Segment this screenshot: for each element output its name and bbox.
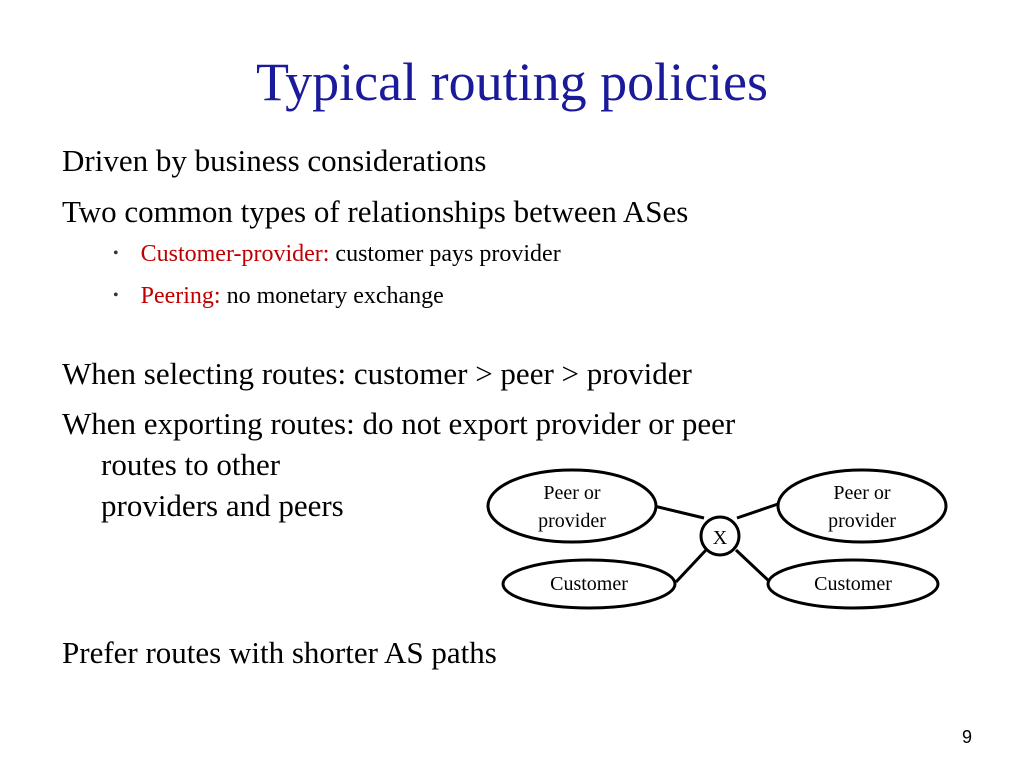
edge-left-bottom: [674, 548, 708, 584]
bullet-dot-icon: •: [113, 245, 119, 262]
node-right-bottom: [766, 558, 940, 610]
slide-title: Typical routing policies: [255, 52, 769, 112]
bullet-exporting: When exporting routes: do not export pro…: [62, 406, 736, 441]
node-left-bottom: [501, 558, 677, 610]
bullet-exporting-cont-1: routes to other: [101, 447, 281, 482]
edge-right-top: [736, 502, 779, 520]
node-right-top: [776, 468, 948, 544]
bullet-selecting: When selecting routes: customer > peer >…: [62, 356, 692, 391]
node-right-top-line2: provider: [828, 510, 896, 532]
sub-bullet-customer-provider: • Customer-provider: customer pays provid…: [113, 239, 561, 272]
bullet-two-types: Two common types of relationships betwee…: [62, 194, 689, 229]
sub-bullet-desc: customer pays provider: [335, 241, 561, 267]
bullet-exporting-cont-2: providers and peers: [101, 488, 344, 523]
bullet-prefer: Prefer routes with shorter AS paths: [62, 635, 497, 670]
bullet-driven: Driven by business considerations: [62, 143, 487, 178]
bullet-dot-icon: •: [113, 287, 119, 304]
sub-bullet-term: Customer-provider:: [140, 241, 330, 267]
sub-bullet-peering: • Peering: no monetary exchange: [113, 281, 444, 314]
sub-bullet-desc: no monetary exchange: [226, 283, 444, 309]
node-right-bottom-label: Customer: [814, 573, 892, 595]
node-left-top: [486, 468, 658, 544]
sub-bullet-term: Peering:: [140, 283, 221, 309]
routing-diagram: X Peer or provider Peer or provider Cust…: [486, 468, 948, 610]
center-label: X: [713, 527, 728, 549]
node-right-top-line1: Peer or: [833, 482, 891, 504]
node-left-top-line1: Peer or: [543, 482, 601, 504]
node-left-top-line2: provider: [538, 510, 606, 532]
page-number: 9: [961, 727, 972, 747]
center-node: [699, 515, 741, 557]
edge-left-top: [653, 504, 705, 520]
edge-right-bottom: [734, 548, 772, 584]
node-left-bottom-label: Customer: [550, 573, 628, 595]
